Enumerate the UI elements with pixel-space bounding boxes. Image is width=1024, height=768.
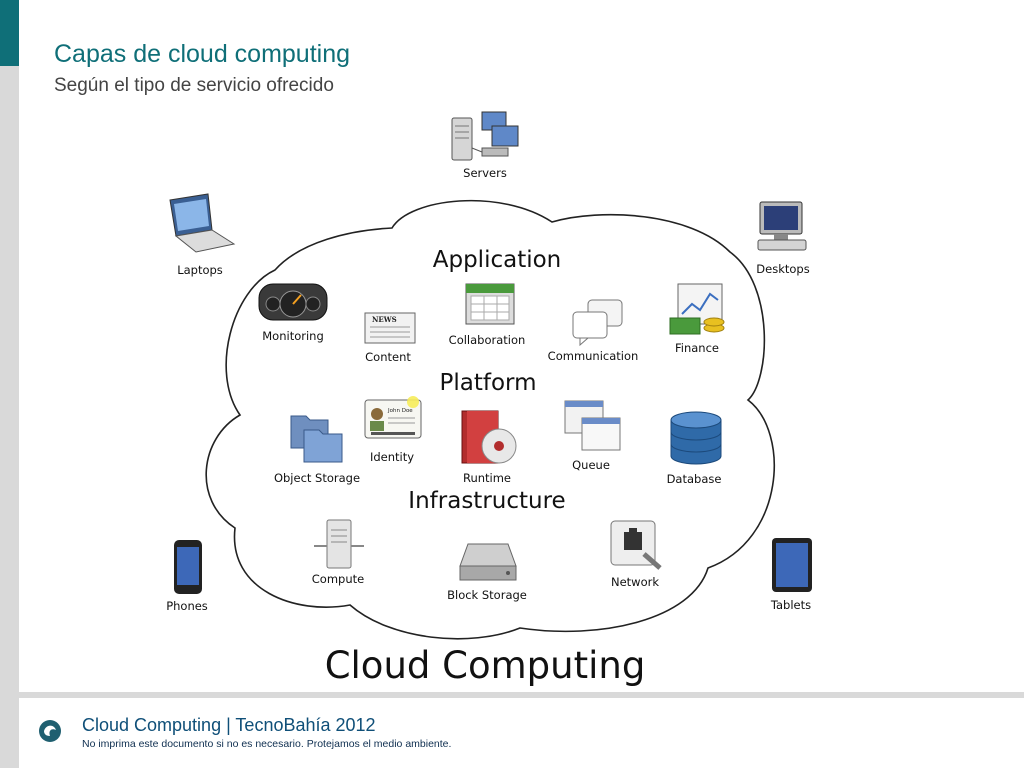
folder-icon — [290, 415, 343, 463]
left-sidebar-bar — [0, 0, 19, 768]
runtime-icon — [461, 410, 517, 464]
footer-divider — [19, 692, 1024, 698]
collaboration-label: Collaboration — [448, 333, 526, 347]
layer-platform: Platform — [439, 370, 537, 396]
compute-server-icon — [314, 519, 364, 569]
slide-title: Capas de cloud computing — [54, 40, 351, 68]
layer-application: Application — [432, 247, 562, 273]
servers-icon — [451, 111, 519, 161]
database-label: Database — [666, 472, 722, 486]
cloud-computing-diagram: Servers Laptops Desktops Phones Tablets … — [166, 111, 812, 687]
tecnobahia-logo-icon — [39, 720, 61, 742]
desktops-label: Desktops — [756, 262, 810, 276]
calendar-icon — [465, 283, 515, 325]
runtime-label: Runtime — [462, 471, 512, 485]
content-label: Content — [365, 350, 411, 364]
queue-windows-icon — [564, 400, 621, 451]
left-accent-block — [0, 0, 19, 66]
network-label: Network — [610, 575, 660, 589]
desktop-icon — [757, 201, 807, 251]
monitoring-gauge-icon — [258, 283, 328, 321]
database-icon — [670, 411, 722, 465]
finance-label: Finance — [675, 341, 719, 355]
diagram-title: Cloud Computing — [324, 644, 646, 687]
newspaper-title-text: NEWS — [372, 315, 397, 324]
footer-title: Cloud Computing | TecnoBahía 2012 — [82, 715, 376, 735]
servers-label: Servers — [463, 166, 507, 180]
queue-label: Queue — [572, 458, 610, 472]
communication-label: Communication — [547, 349, 639, 363]
identity-card-name-text: John Doe — [387, 408, 413, 414]
phone-icon — [174, 540, 202, 594]
newspaper-icon: NEWS — [364, 312, 416, 344]
slide-subtitle: Según el tipo de servicio ofrecido — [54, 75, 334, 96]
tablet-icon — [772, 538, 812, 592]
object-storage-label: Object Storage — [273, 471, 361, 485]
tablets-label: Tablets — [770, 598, 812, 612]
footer-note: No imprima este documento si no es neces… — [82, 738, 452, 750]
compute-label: Compute — [311, 572, 365, 586]
layer-infrastructure: Infrastructure — [408, 488, 566, 514]
laptops-label: Laptops — [177, 263, 223, 277]
finance-chart-icon — [669, 283, 725, 335]
phones-label: Phones — [166, 599, 208, 613]
speech-bubbles-icon — [572, 299, 623, 346]
block-storage-disk-icon — [459, 543, 517, 581]
identity-label: Identity — [369, 450, 415, 464]
monitoring-label: Monitoring — [262, 329, 324, 343]
identity-card-icon: John Doe — [364, 396, 422, 439]
network-socket-icon — [610, 520, 662, 570]
block-storage-label: Block Storage — [447, 588, 527, 602]
laptop-icon — [169, 193, 236, 253]
